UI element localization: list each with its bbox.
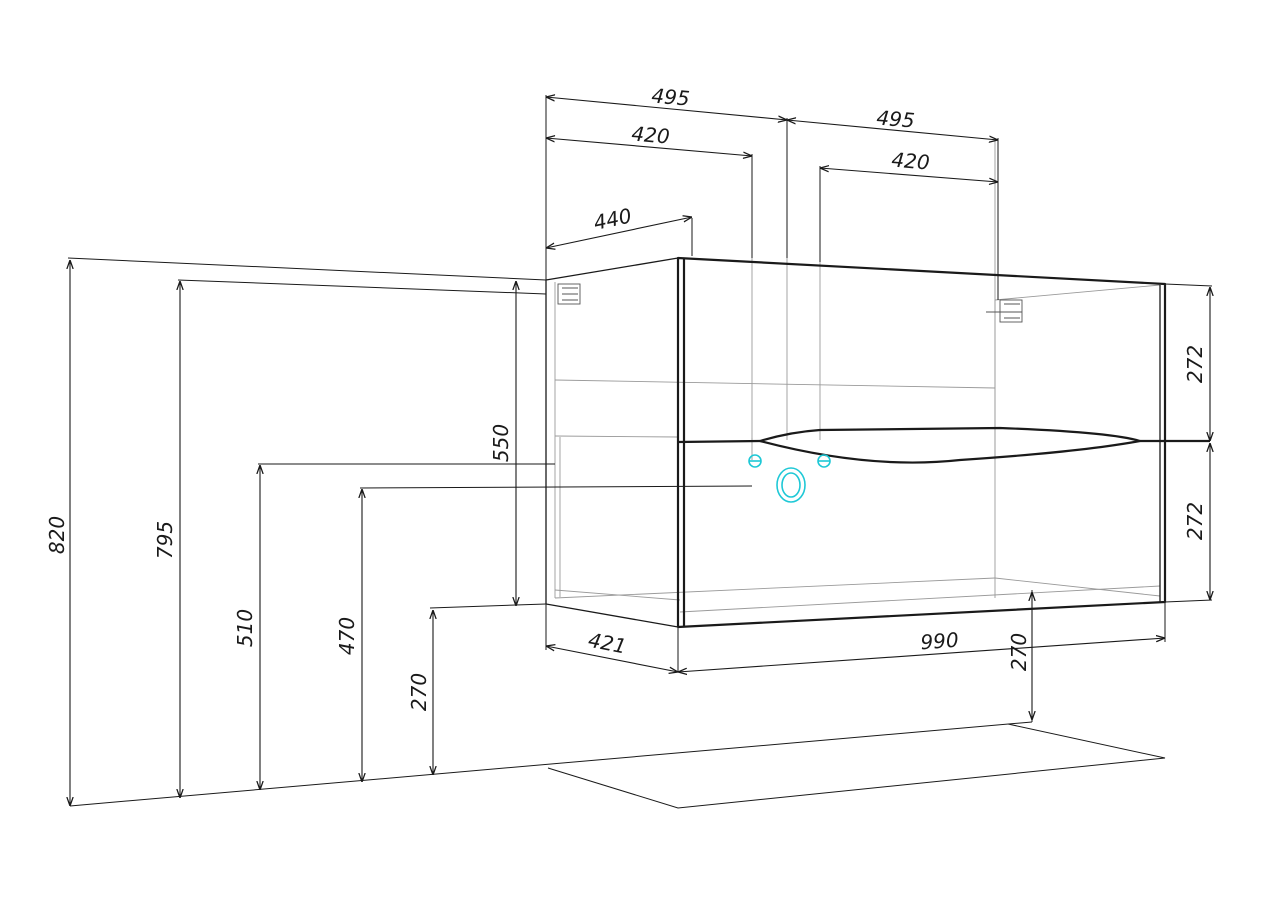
dim-depth-bottom-421: 421 <box>586 628 628 659</box>
hinge-right <box>986 299 1023 323</box>
dim-height-470: 470 <box>335 617 359 655</box>
floor-plane <box>69 721 1166 809</box>
dimension-labels: 495 495 420 420 440 820 795 510 470 270 … <box>45 83 1207 711</box>
side-panel <box>545 257 679 628</box>
pipe-connections <box>748 454 831 503</box>
dim-height-270-right: 270 <box>1007 633 1031 671</box>
drawer-handle-wave <box>759 439 1141 464</box>
hidden-lines <box>554 120 1161 613</box>
dim-drawer-bottom-272: 272 <box>1183 502 1207 540</box>
dim-drawer-top-272: 272 <box>1183 345 1207 383</box>
dim-top-inner-left: 420 <box>631 121 671 148</box>
dim-height-820: 820 <box>45 516 69 554</box>
dim-width-990: 990 <box>920 628 960 655</box>
dim-top-outer-right: 495 <box>876 105 916 132</box>
dim-height-510: 510 <box>233 609 257 647</box>
dim-top-outer-left: 495 <box>651 83 691 110</box>
dim-height-550: 550 <box>489 424 513 462</box>
dimension-lines <box>70 97 1210 806</box>
cabinet-body <box>545 120 1210 629</box>
dim-depth-top: 440 <box>591 203 633 234</box>
dim-top-inner-right: 420 <box>891 147 931 174</box>
dim-height-795: 795 <box>153 521 177 559</box>
dim-height-270-left: 270 <box>407 673 431 711</box>
front-face <box>676 256 1167 629</box>
hinge-left <box>557 283 581 305</box>
drawer-split <box>677 426 1210 444</box>
